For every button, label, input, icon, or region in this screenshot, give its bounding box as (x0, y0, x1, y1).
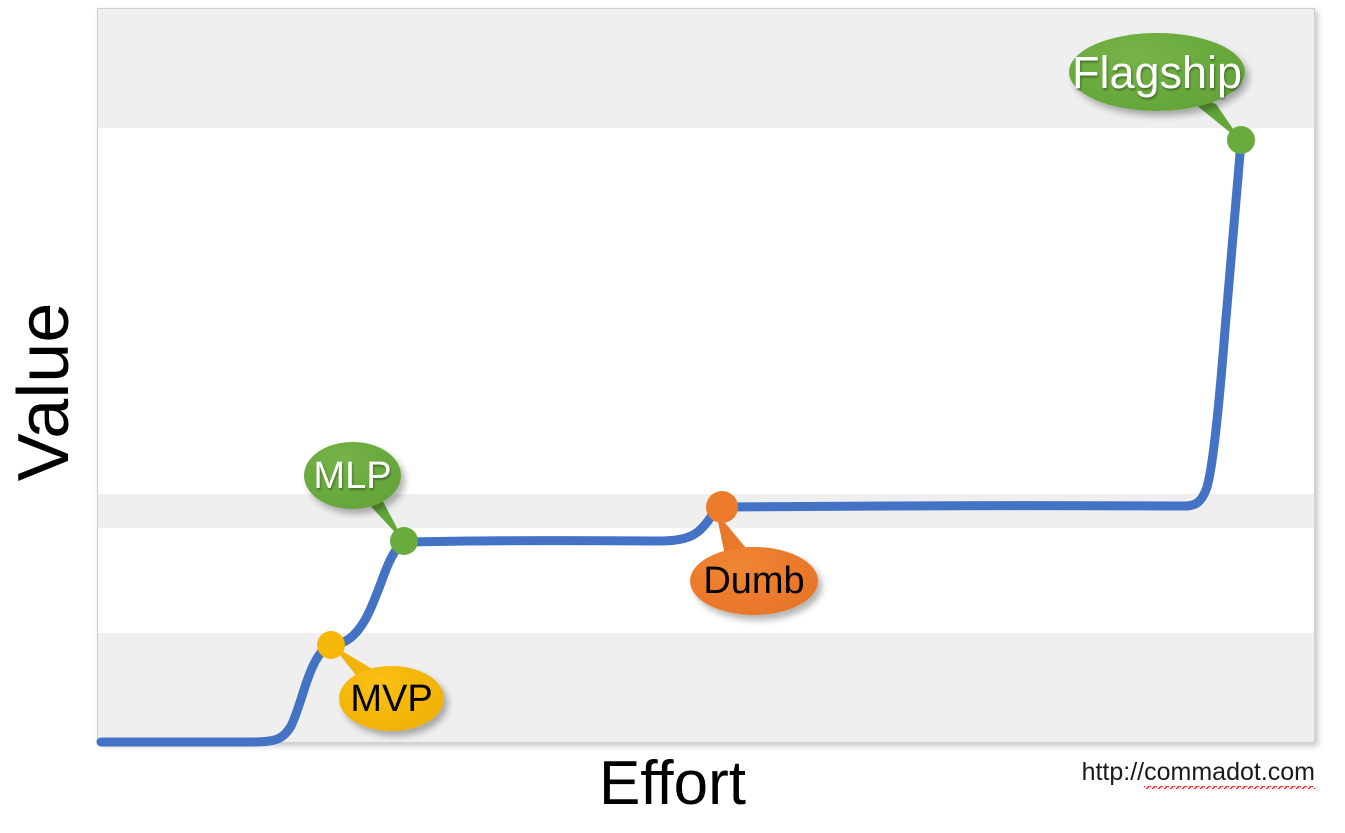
callout-bubble-flagship: Flagship (1069, 33, 1245, 111)
plot-area (97, 8, 1315, 743)
callout-label-flagship: Flagship (1071, 46, 1243, 98)
marker-dumb (706, 491, 738, 523)
callout-mvp[interactable]: MVP (339, 666, 444, 731)
y-axis-title: Value (4, 302, 84, 482)
callout-label-mvp: MVP (350, 677, 433, 720)
site-url[interactable]: http://commadot.com (1081, 758, 1315, 789)
site-url-domain: commadot.com (1144, 758, 1315, 789)
marker-mlp (390, 527, 418, 555)
callout-label-dumb: Dumb (703, 560, 805, 602)
callout-label-mlp: MLP (313, 454, 392, 497)
callout-bubble-dumb: Dumb (690, 547, 818, 615)
callout-flagship[interactable]: Flagship (1069, 33, 1245, 111)
marker-flagship (1227, 126, 1255, 154)
x-axis-title: Effort (598, 749, 747, 818)
data-point-markers (317, 126, 1255, 659)
value-curve (96, 137, 1246, 747)
callout-bubble-mlp: MLP (304, 442, 401, 509)
callout-mlp[interactable]: MLP (304, 442, 401, 509)
callout-dumb[interactable]: Dumb (690, 547, 818, 615)
callout-bubble-mvp: MVP (339, 666, 444, 731)
marker-mvp (317, 631, 345, 659)
site-url-prefix: http:// (1081, 758, 1145, 786)
